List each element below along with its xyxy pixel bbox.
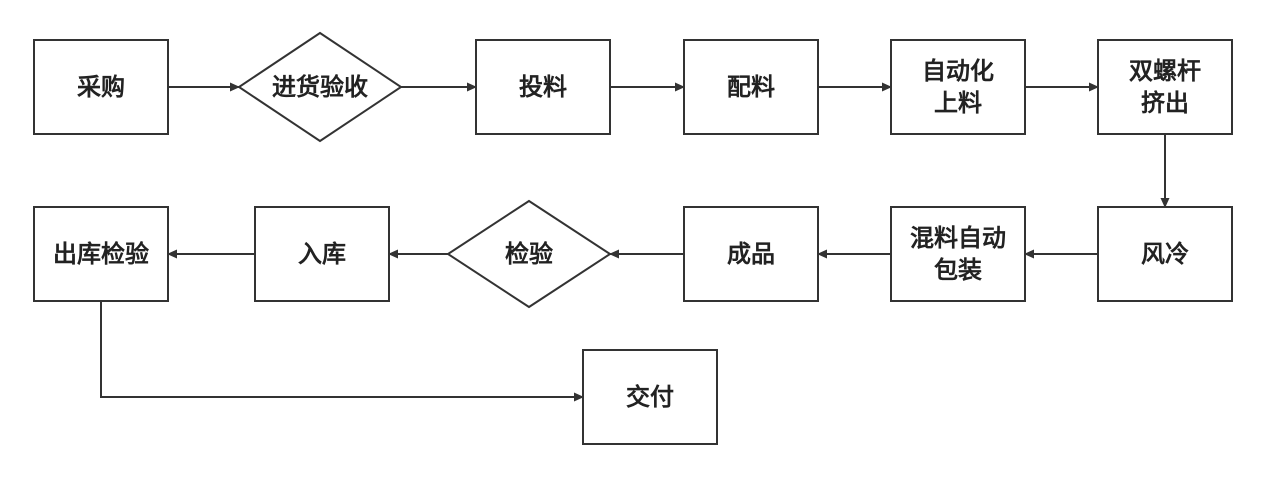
node-label: 上料 bbox=[934, 89, 982, 117]
process-box bbox=[683, 206, 819, 302]
node-feeding: 投料 bbox=[475, 39, 611, 135]
node-air-cooling: 风冷 bbox=[1097, 206, 1233, 302]
node-label: 采购 bbox=[77, 73, 125, 101]
node-label: 进货验收 bbox=[272, 73, 368, 101]
node-label: 检验 bbox=[505, 240, 553, 268]
process-box bbox=[1097, 39, 1233, 135]
node-warehousing: 入库 bbox=[254, 206, 390, 302]
process-box bbox=[33, 39, 169, 135]
node-label: 挤出 bbox=[1141, 89, 1189, 117]
decision-diamond bbox=[237, 31, 403, 143]
process-box bbox=[890, 206, 1026, 302]
node-batching: 配料 bbox=[683, 39, 819, 135]
process-box bbox=[254, 206, 390, 302]
node-finished-product: 成品 bbox=[683, 206, 819, 302]
node-inspection: 检验 bbox=[446, 199, 612, 309]
process-box bbox=[890, 39, 1026, 135]
node-label: 自动化 bbox=[922, 57, 994, 85]
node-label: 配料 bbox=[727, 73, 775, 101]
process-box bbox=[582, 349, 718, 445]
process-box bbox=[683, 39, 819, 135]
node-delivery: 交付 bbox=[582, 349, 718, 445]
node-label: 风冷 bbox=[1141, 240, 1189, 268]
node-label: 出库检验 bbox=[53, 240, 149, 268]
node-label: 双螺杆 bbox=[1129, 57, 1201, 85]
node-outbound-inspection: 出库检验 bbox=[33, 206, 169, 302]
node-purchase: 采购 bbox=[33, 39, 169, 135]
arrow-outbound-inspection-to-delivery bbox=[100, 301, 584, 402]
node-label: 投料 bbox=[519, 73, 567, 101]
node-label: 包装 bbox=[934, 256, 982, 284]
node-label: 交付 bbox=[626, 383, 674, 411]
process-box bbox=[1097, 206, 1233, 302]
process-box bbox=[33, 206, 169, 302]
node-label: 混料自动 bbox=[910, 224, 1006, 252]
process-box bbox=[475, 39, 611, 135]
decision-diamond bbox=[446, 199, 612, 309]
node-inspection-in: 进货验收 bbox=[237, 31, 403, 143]
node-label: 成品 bbox=[727, 240, 775, 268]
node-label: 入库 bbox=[298, 240, 346, 268]
